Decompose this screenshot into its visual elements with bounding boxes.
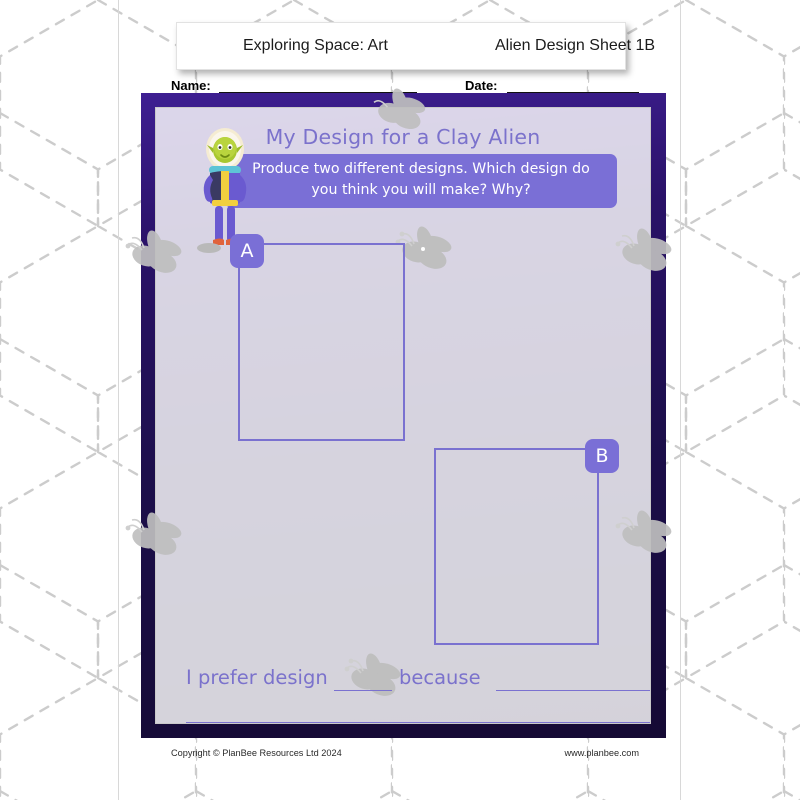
- name-input-line[interactable]: [219, 92, 417, 93]
- worksheet-sheet: My Design for a Clay Alien: [155, 107, 651, 724]
- instruction-banner: Produce two different designs. Which des…: [225, 154, 617, 208]
- date-label: Date:: [465, 78, 498, 93]
- prefer-answer-line-1[interactable]: [334, 690, 392, 691]
- design-box-a-badge: A: [230, 234, 264, 268]
- prefer-design-line: I prefer design because: [186, 666, 650, 723]
- date-input-line[interactable]: [507, 92, 639, 93]
- footer-copyright: Copyright © PlanBee Resources Ltd 2024: [171, 748, 342, 758]
- prefer-answer-line-3[interactable]: [186, 722, 650, 723]
- name-date-row: Name: Date:: [171, 78, 639, 98]
- footer-website[interactable]: www.planbee.com: [564, 748, 639, 758]
- prefer-text-part2: because: [399, 666, 481, 689]
- header-sheet-title: Alien Design Sheet 1B: [495, 37, 656, 54]
- name-label: Name:: [171, 78, 211, 93]
- prefer-text-part1: I prefer design: [186, 666, 328, 689]
- worksheet-frame: My Design for a Clay Alien: [141, 93, 666, 738]
- design-box-a[interactable]: [238, 243, 405, 441]
- prefer-answer-line-2[interactable]: [496, 690, 650, 691]
- worksheet-page: Exploring Space: Art Alien Design Sheet …: [118, 0, 681, 800]
- design-box-b-badge: B: [585, 439, 619, 473]
- design-box-b[interactable]: [434, 448, 599, 645]
- header-subject-title: Exploring Space: Art: [243, 37, 388, 54]
- header-title-plate: Exploring Space: Art Alien Design Sheet …: [176, 22, 655, 70]
